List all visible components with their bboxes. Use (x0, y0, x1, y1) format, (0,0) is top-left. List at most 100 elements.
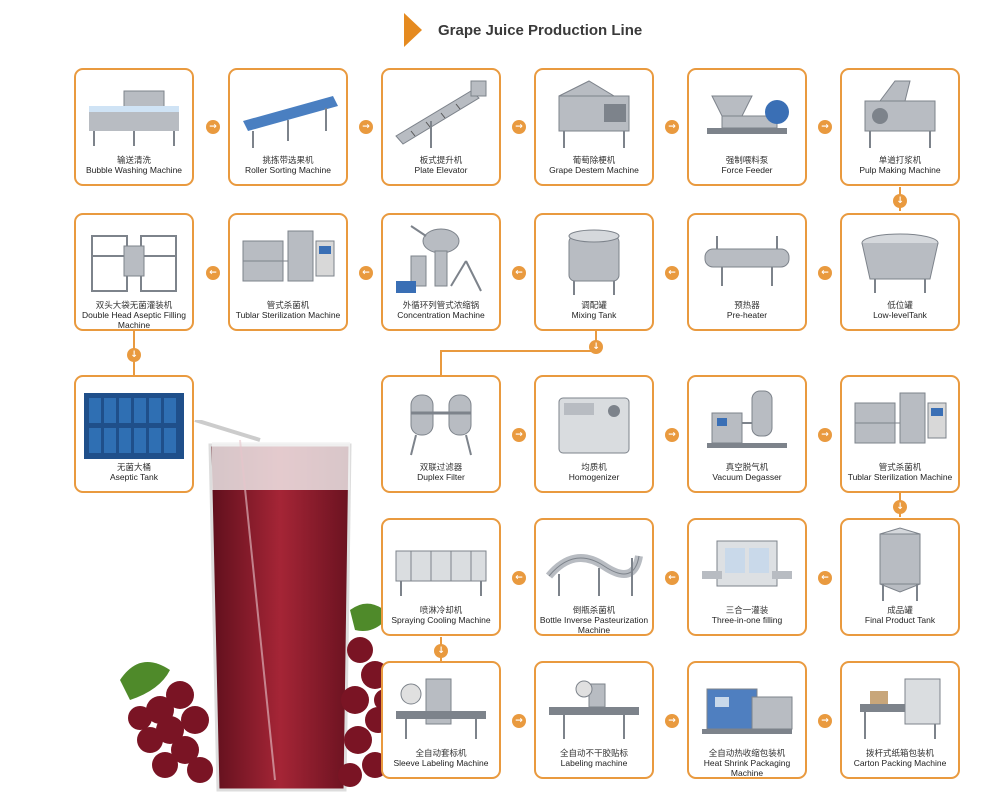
flow-arrow-right-icon: → (206, 120, 220, 134)
grape-juice-glass-illustration (120, 420, 396, 792)
cooler-icon (391, 526, 491, 602)
machine-name-en: Low-levelTank (873, 310, 927, 320)
machine-name-cn: 拨杆式纸箱包装机 (865, 749, 934, 759)
machine-name-en: Bottle Inverse Pasteurization Machine (539, 615, 649, 635)
machine-name-cn: 管式杀菌机 (266, 301, 310, 311)
machine-name-en: Tublar Sterilization Machine (847, 472, 953, 482)
machine-name-en: Homogenizer (568, 472, 620, 482)
title-bar: Grape Juice Production Line (404, 12, 642, 48)
flow-arrow-right-icon: → (818, 714, 832, 728)
tank-icon (544, 221, 644, 297)
machine-name-cn: 无菌大桶 (116, 463, 151, 473)
machine-name-cn: 管式杀菌机 (878, 463, 922, 473)
flow-arrow-down-icon: ↓ (589, 340, 603, 354)
machine-name-en: Grape Destem Machine (549, 165, 639, 175)
flow-arrow-right-icon: → (665, 120, 679, 134)
flow-arrow-down-icon: ↓ (127, 348, 141, 362)
machine-name-en: Tublar Sterilization Machine (235, 310, 341, 320)
machine-name-en: Heat Shrink Packaging Machine (703, 758, 791, 778)
flow-arrow-down-icon: ↓ (434, 644, 448, 658)
pulper-icon (850, 76, 950, 152)
machine-name-cn: 真空脱气机 (725, 463, 769, 473)
homogenizer-icon (544, 383, 644, 459)
machine-name-en: Sleeve Labeling Machine (393, 758, 489, 768)
flow-arrow-left-icon: ← (512, 571, 526, 585)
flow-arrow-right-icon: → (665, 714, 679, 728)
machine-name-cn: 均质机 (581, 463, 607, 473)
machine-name-cn: 输送清洗 (116, 156, 151, 166)
preheater-icon (697, 221, 797, 297)
machine-name-cn: 喷淋冷却机 (419, 606, 463, 616)
flow-arrow-down-icon: ↓ (893, 194, 907, 208)
machine-name-en: Bubble Washing Machine (85, 165, 183, 175)
destemmer-icon (544, 76, 644, 152)
machine-name-cn: 调配罐 (581, 301, 607, 311)
flow-arrow-right-icon: → (665, 428, 679, 442)
flow-arrow-down-icon: ↓ (893, 500, 907, 514)
drums-icon (84, 383, 184, 459)
machine-name-cn: 强制喂料泵 (725, 156, 769, 166)
play-arrow-icon (404, 13, 422, 47)
flow-arrow-left-icon: ← (665, 571, 679, 585)
machine-name-en: Pulp Making Machine (859, 165, 941, 175)
machine-name-en: Double Head Aseptic Filling Machine (82, 310, 186, 330)
flow-arrow-right-icon: → (818, 120, 832, 134)
flow-arrow-left-icon: ← (665, 266, 679, 280)
finaltank-icon (850, 526, 950, 602)
page-title: Grape Juice Production Line (438, 21, 643, 39)
flow-arrow-right-icon: → (512, 714, 526, 728)
flow-arrow-right-icon: → (359, 120, 373, 134)
machine-name-cn: 双联过滤器 (419, 463, 463, 473)
machine-name-en: Carton Packing Machine (853, 758, 947, 768)
machine-name-cn: 三合一灌装 (725, 606, 769, 616)
sterilizer-icon (238, 221, 338, 297)
shrink-icon (697, 669, 797, 745)
machine-name-en: Plate Elevator (414, 165, 468, 175)
machine-name-cn: 挑拣带选果机 (262, 156, 314, 166)
flow-arrow-left-icon: ← (206, 266, 220, 280)
flow-arrow-right-icon: → (512, 428, 526, 442)
flow-arrow-left-icon: ← (818, 571, 832, 585)
elevator-icon (391, 76, 491, 152)
machine-name-en: Mixing Tank (571, 310, 617, 320)
machine-name-en: Aseptic Tank (109, 472, 159, 482)
washer-icon (84, 76, 184, 152)
sterilizer-icon (850, 383, 950, 459)
flow-arrow-right-icon: → (818, 428, 832, 442)
machine-name-en: Vacuum Degasser (712, 472, 782, 482)
machine-name-cn: 单道打浆机 (878, 156, 922, 166)
flow-arrow-left-icon: ← (359, 266, 373, 280)
sleeve-icon (391, 669, 491, 745)
machine-name-cn: 预热器 (734, 301, 760, 311)
machine-name-cn: 全自动热收缩包装机 (708, 749, 786, 759)
filler-icon (84, 221, 184, 297)
carton-icon (850, 669, 950, 745)
feeder-icon (697, 76, 797, 152)
machine-name-cn: 葡萄除梗机 (572, 156, 616, 166)
machine-name-en: Labeling machine (560, 758, 628, 768)
machine-name-en: Final Product Tank (864, 615, 936, 625)
threeinone-icon (697, 526, 797, 602)
machine-name-en: Three-in-one filling (711, 615, 783, 625)
inverse-icon (544, 526, 644, 602)
machine-name-cn: 成品罐 (887, 606, 913, 616)
